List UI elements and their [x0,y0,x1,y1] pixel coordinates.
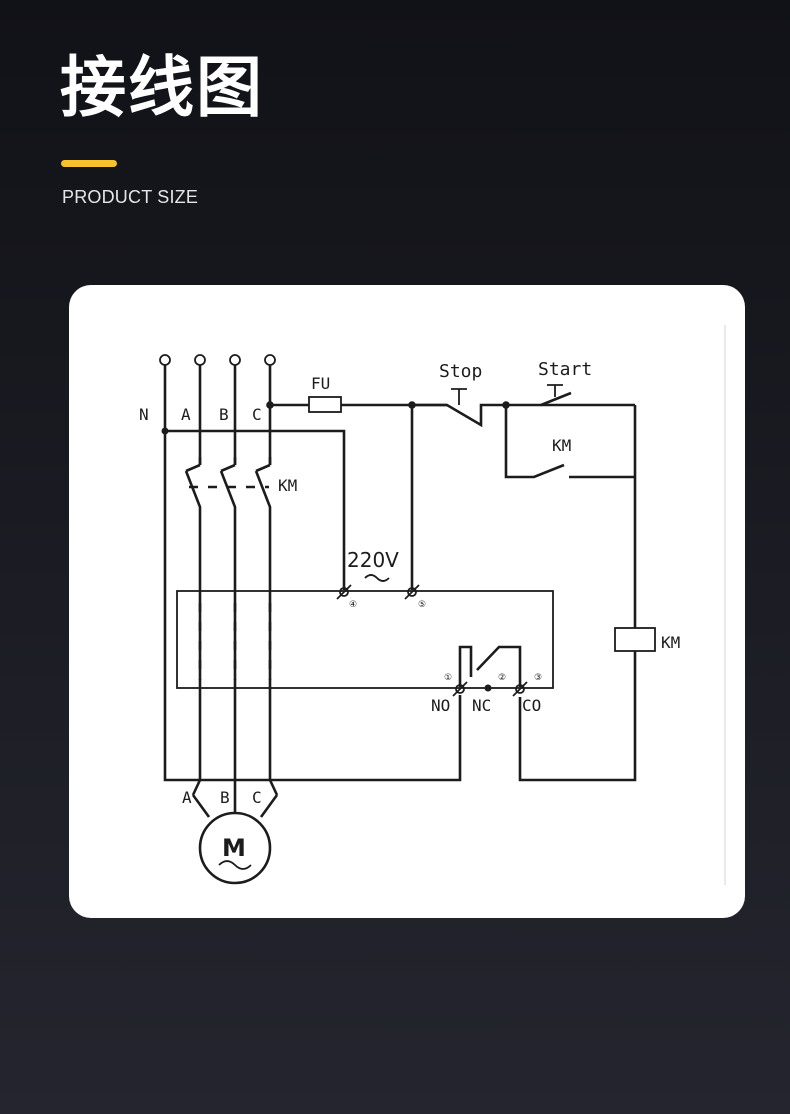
fuse-label: FU [311,374,330,393]
motor-phase-c: C [252,788,262,807]
motor [198,811,272,885]
phase-label-b: B [219,405,229,424]
relay-module [176,590,554,689]
motor-label: M [222,834,246,862]
stop-button [451,388,467,405]
terminal-nc-label: NC [472,696,491,715]
terminal-co-label: CO [522,696,541,715]
auxiliary-contact-label: KM [552,436,571,455]
terminal-5: ⑤ [418,600,426,610]
terminal-3: ③ [534,673,542,683]
terminal-4: ④ [349,600,357,610]
supply-terminals [159,354,276,366]
section-subtitle: PRODUCT SIZE [62,187,199,207]
motor-phase-b: B [220,788,230,807]
start-label: Start [538,359,592,380]
terminal-2: ② [498,673,506,683]
voltage-label: 220V [347,548,399,572]
start-button [547,384,563,397]
phase-label-n: N [139,405,149,424]
title-accent-bar [61,160,117,167]
sensing-line [165,429,346,590]
wiring-diagram: N A B C KM FU [139,325,726,885]
neutral-line [163,365,462,782]
phase-label-c: C [252,405,262,424]
motor-phase-a: A [182,788,192,807]
fuse [308,396,342,413]
contactor-coil [614,627,656,652]
terminal-no-label: NO [431,696,450,715]
page-title: 接线图 [60,49,264,126]
main-contact-label: KM [278,476,297,495]
phase-label-a: A [181,405,191,424]
coil-label: KM [661,633,680,652]
stop-label: Stop [439,361,482,382]
terminal-1: ① [444,673,452,683]
wiring-diagram-card: N A B C KM FU [69,285,745,918]
